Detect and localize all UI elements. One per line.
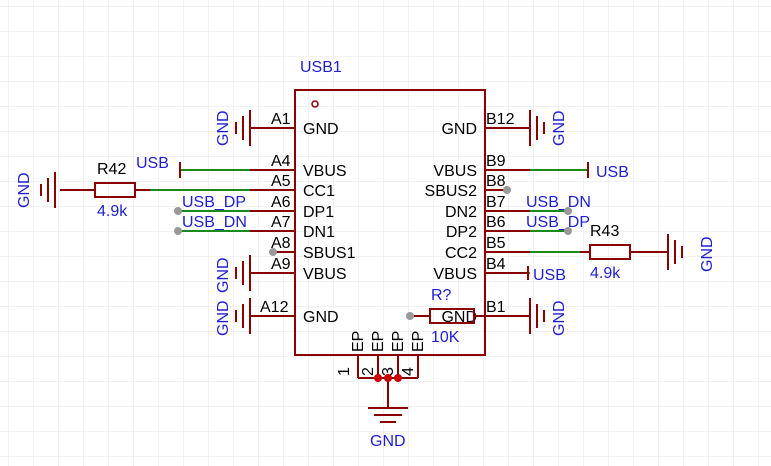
pin-num-b7: B7 [486,194,506,211]
ep-num-1: 1 [336,367,353,376]
pin-num-a8: A8 [271,235,291,252]
pin-num-a1: A1 [271,111,291,128]
pin-name-b1: GND [441,309,477,326]
gnd-label-a9: GND [215,257,232,293]
ep-pins [357,355,419,408]
net-flags [179,162,589,280]
ic-body[interactable] [294,89,486,356]
resistor-r43-value: 4.9k [590,265,621,282]
gnd-label-a1: GND [215,110,232,146]
left-pins: A1 A4 A5 A6 A7 A8 A9 A12 GND VBUS CC1 DP… [250,111,356,326]
net-label-usb-dp-right[interactable]: USB_DP [526,214,590,231]
gnd-symbol-b12[interactable] [529,110,545,146]
net-label-usb-right-bottom[interactable]: USB [533,267,566,284]
pin-name-a8: SBUS1 [303,245,356,262]
pin-name-a12: GND [303,309,339,326]
pin-num-a12: A12 [260,299,289,316]
net-label-usb-dn-left[interactable]: USB_DN [182,214,247,231]
gnd-label-a12: GND [215,300,232,336]
pin-name-b5: CC2 [445,245,477,262]
resistor-r42-value: 4.9k [97,203,128,220]
gnd-label-r42: GND [16,172,33,208]
resistor-r42-ref: R42 [97,161,126,178]
net-label-usb-right-top[interactable]: USB [596,164,629,181]
ep-name-1: EP [350,331,367,352]
gnd-label-b1: GND [551,300,568,336]
pin-num-b8: B8 [486,173,506,190]
right-pins: B12 B9 B8 B7 B6 B5 B4 B1 GND VBUS SBUS2 … [425,111,530,326]
pin-num-a5: A5 [271,173,291,190]
wires [150,169,588,274]
pin-num-a9: A9 [271,256,291,273]
gnd-symbol-bottom[interactable] [368,407,408,423]
pin-num-b5: B5 [486,235,506,252]
pin-name-a1: GND [303,121,339,138]
ep-name-2: EP [370,331,387,352]
resistor-r42[interactable] [60,182,150,198]
pin-num-a7: A7 [271,214,291,231]
pin-num-b4: B4 [486,256,506,273]
pin-num-a6: A6 [271,194,291,211]
pin-num-a4: A4 [271,153,291,170]
resistor-rq-ref: R? [431,287,452,304]
pin-name-b8: SBUS2 [425,183,478,200]
pin-num-b6: B6 [486,214,506,231]
pin-name-b12: GND [441,121,477,138]
no-connect-dots [174,186,572,320]
ep-name-3: EP [390,331,407,352]
pin-name-b4: VBUS [433,266,477,283]
pin-num-b9: B9 [486,153,506,170]
net-label-usb-dn-right[interactable]: USB_DN [526,194,591,211]
gnd-label-r43: GND [699,236,716,272]
gnd-symbol-r43[interactable] [667,234,683,270]
ep-num-3: 3 [380,367,397,376]
resistor-rq-value: 10K [431,329,460,346]
pin-name-a7: DN1 [303,224,335,241]
pin-name-b7: DN2 [445,204,477,221]
gnd-symbol-a9[interactable] [235,255,251,291]
gnd-label-b12: GND [551,110,568,146]
gnd-label-bottom: GND [370,433,406,450]
ep-name-4: EP [410,331,427,352]
gnd-symbol-r42[interactable] [40,172,56,208]
net-label-usb-left[interactable]: USB [136,155,169,172]
resistor-r43[interactable] [580,244,668,260]
pin-name-a4: VBUS [303,163,347,180]
pin-num-b12: B12 [486,111,515,128]
pin-name-a6: DP1 [303,204,334,221]
ic-designator: USB1 [300,59,342,76]
resistor-rq[interactable] [414,308,485,324]
pin1-marker-icon [311,100,319,108]
ep-num-4: 4 [400,367,417,376]
pin-name-b6: DP2 [446,224,477,241]
gnd-symbol-a1[interactable] [235,110,251,146]
pin-name-b9: VBUS [433,163,477,180]
resistor-r43-ref: R43 [590,223,619,240]
ep-num-2: 2 [360,367,377,376]
pin-name-a9: VBUS [303,266,347,283]
pin-num-b1: B1 [486,299,506,316]
net-label-usb-dp-left[interactable]: USB_DP [182,194,246,211]
gnd-symbol-b1[interactable] [529,298,545,334]
gnd-symbol-a12[interactable] [235,298,251,334]
pin-name-a5: CC1 [303,183,335,200]
